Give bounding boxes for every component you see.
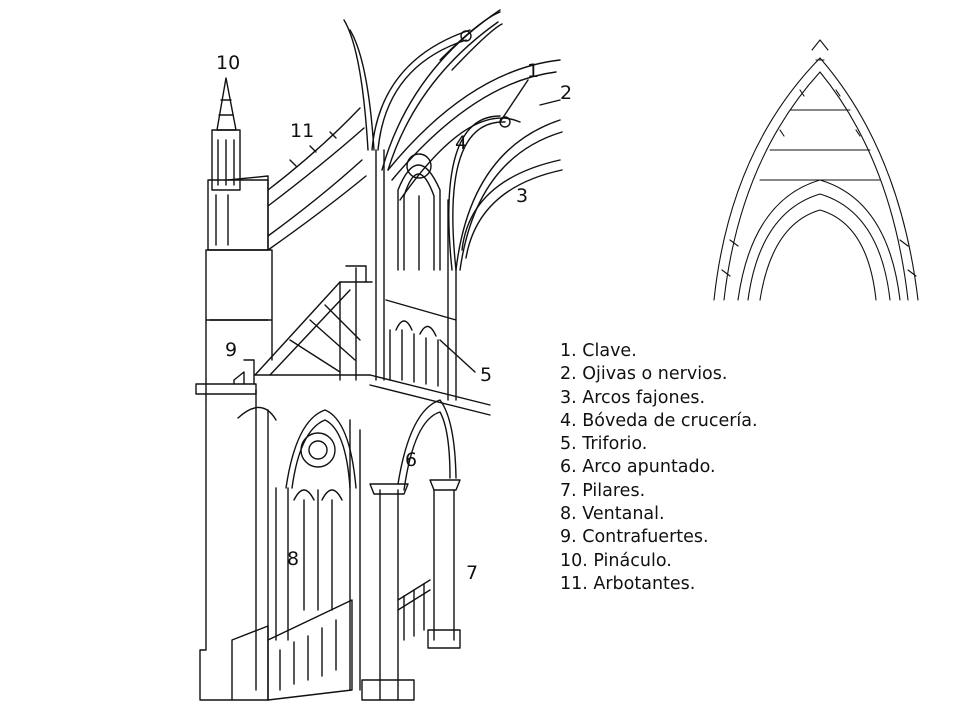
- callout-9: 9: [225, 339, 238, 361]
- clerestory-and-triforium: [369, 149, 491, 416]
- nave-arcade: [349, 399, 461, 701]
- callout-5: 5: [480, 364, 493, 386]
- legend-item: 6. Arco apuntado.: [560, 457, 716, 478]
- aisle-roof: [254, 265, 373, 381]
- legend-item: 5. Triforio.: [560, 434, 648, 455]
- pinnacle-and-buttress: [205, 77, 273, 401]
- flying-buttresses: [267, 107, 367, 251]
- legend-item: 11. Arbotantes.: [560, 573, 696, 594]
- callout-6: 6: [405, 449, 418, 471]
- legend-item: 3. Arcos fajones.: [560, 387, 706, 408]
- legend-item: 2. Ojivas o nervios.: [560, 364, 728, 385]
- vault-ribs: [343, 9, 563, 271]
- legend-item: 8. Ventanal.: [560, 504, 665, 525]
- legend-item: 7. Pilares.: [560, 480, 646, 501]
- callout-8: 8: [287, 548, 300, 570]
- legend-item: 1. Clave.: [560, 341, 637, 361]
- callout-1: 1: [527, 60, 540, 82]
- pointed-arch-detail: [713, 39, 919, 301]
- aisle-wall-and-window: [195, 359, 431, 701]
- callout-11: 11: [290, 120, 315, 142]
- legend-item: 10. Pináculo.: [560, 550, 672, 571]
- legend-item: 4. Bóveda de crucería.: [560, 410, 758, 431]
- callout-7: 7: [466, 562, 479, 584]
- legend-item: 9. Contrafuertes.: [560, 527, 709, 548]
- callout-2: 2: [560, 82, 573, 104]
- legend: 1. Clave. 2. Ojivas o nervios. 3. Arcos …: [560, 340, 758, 596]
- callout-3: 3: [516, 185, 529, 207]
- callout-10: 10: [216, 52, 241, 74]
- callout-4: 4: [455, 132, 468, 154]
